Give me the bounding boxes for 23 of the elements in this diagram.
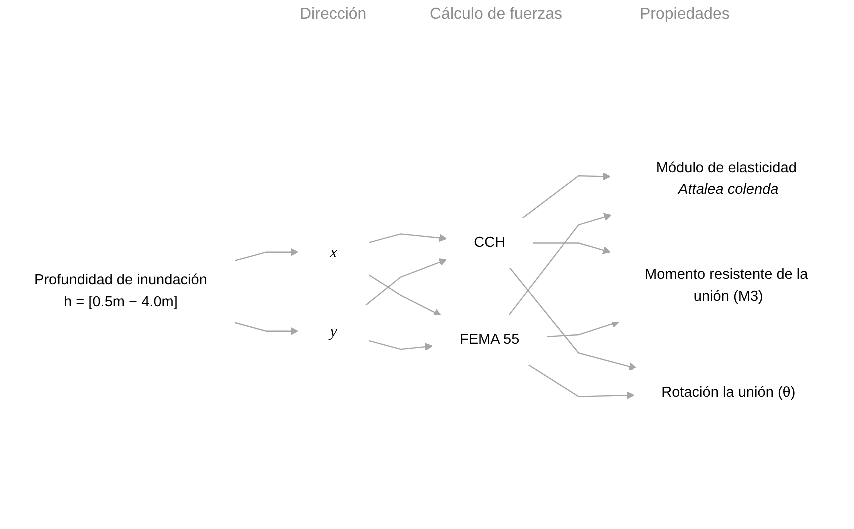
- node-text: Módulo de elasticidad Attalea colenda: [656, 160, 797, 198]
- node-text: x: [330, 242, 338, 262]
- node-text: Rotación la unión (θ): [662, 385, 796, 400]
- node-text: FEMA 55: [460, 332, 520, 348]
- column-heading: Dirección: [300, 6, 367, 24]
- node-text: y: [330, 322, 338, 340]
- column-heading: Cálculo de fuerzas: [430, 6, 563, 24]
- arrow: [528, 364, 635, 400]
- node-text: Profundidad de inundación h = [0.5m − 4.0m]: [34, 272, 208, 310]
- arrow: [532, 242, 611, 254]
- arrow: [509, 267, 638, 371]
- arrow: [546, 320, 620, 338]
- arrow: [368, 340, 434, 352]
- column-heading: Propiedades: [640, 6, 730, 24]
- arrow: [368, 234, 448, 244]
- node-text: CCH: [474, 235, 506, 251]
- arrow: [366, 258, 448, 306]
- arrow: [368, 274, 442, 316]
- node-text: Momento resistente de la unión (M3): [645, 267, 808, 305]
- arrow: [522, 172, 611, 220]
- arrow: [508, 213, 612, 316]
- arrow: [234, 248, 299, 262]
- arrow: [234, 322, 299, 336]
